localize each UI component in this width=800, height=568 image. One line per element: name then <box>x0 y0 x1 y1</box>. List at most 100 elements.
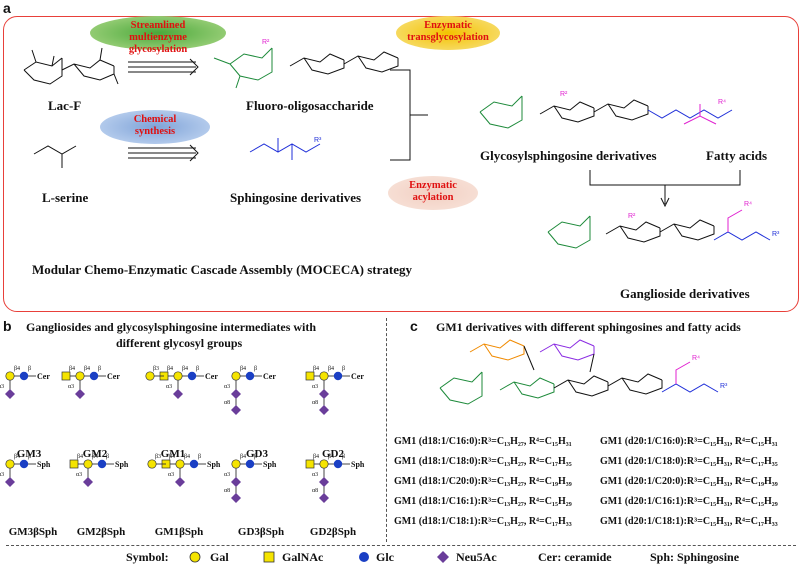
panel-b-title-line1: Gangliosides and glycosylsphingosine int… <box>26 320 317 334</box>
glycan-name-gd2bsph: GD2βSph <box>309 526 357 538</box>
linkage-label: β4 <box>169 454 175 460</box>
galnac-icon <box>305 459 315 469</box>
fluoro-structure <box>213 47 399 89</box>
glc-icon <box>333 371 343 381</box>
neu5ac-icon <box>319 405 329 415</box>
gm1-left-1: GM1 (d18:1/C18:0):R³=C₁₃H₂₇, R⁴=C₁₇H₃₅ <box>394 456 572 467</box>
galnac-icon <box>61 371 71 381</box>
galnac-symbol-icon <box>263 551 275 563</box>
neu5ac-symbol-icon <box>437 551 449 563</box>
linkage-label: β3 <box>155 454 161 460</box>
gm1-right-3: GM1 (d20:1/C16:1):R³=C₁₅H₃₁, R⁴=C₁₅H₂₉ <box>600 496 778 507</box>
linkage-label: β <box>196 366 199 372</box>
linkage-label: α3 <box>0 384 4 390</box>
glycan-name-gd3bsph: GD3βSph <box>237 526 285 538</box>
linkage-label: α8 <box>312 400 318 406</box>
cer-label: Cer <box>351 372 364 381</box>
linkage-label: α8 <box>224 400 230 406</box>
legend-sph: Sph: Sphingosine <box>650 550 740 564</box>
glycan-name-gm1: GM1 <box>160 448 186 460</box>
glc-icon <box>19 371 29 381</box>
panel-b-label: b <box>3 318 12 334</box>
linkage-label: β4 <box>328 366 334 372</box>
linkage-label: β <box>28 454 31 460</box>
gal-icon <box>319 371 329 381</box>
neu5ac-icon <box>175 477 185 487</box>
gm1-left-2: GM1 (d18:1/C20:0):R³=C₁₃H₂₇, R⁴=C₁₉H₃₉ <box>394 476 572 487</box>
linkage-label: β4 <box>92 454 98 460</box>
linkage-label: β3 <box>153 366 159 372</box>
multienzyme-arrows <box>128 58 199 76</box>
ganglioside-structure <box>547 209 771 249</box>
gm1-right-1: GM1 (d20:1/C18:0):R³=C₁₅H₃₁, R⁴=C₁₇H₃₅ <box>600 456 778 467</box>
glc-icon <box>333 459 343 469</box>
linkage-label: β4 <box>14 366 20 372</box>
gal-icon <box>147 459 157 469</box>
neu5ac-icon <box>5 389 15 399</box>
glycan-name-gm1bsph: GM1βSph <box>154 526 204 538</box>
galnac-icon <box>305 371 315 381</box>
glc-icon <box>187 371 197 381</box>
gm1-left-4: GM1 (d18:1/C18:1):R³=C₁₃H₂₇, R⁴=C₁₇H₃₃ <box>394 516 572 527</box>
linkage-label: β4 <box>313 366 319 372</box>
label-fluoro: Fluoro-oligosaccharide <box>246 98 374 113</box>
linkage-label: α3 <box>168 472 174 478</box>
gal-icon <box>5 371 15 381</box>
linkage-label: α3 <box>166 384 172 390</box>
svg-text:R⁴: R⁴ <box>692 355 700 362</box>
linkage-label: α8 <box>312 488 318 494</box>
label-lacf: Lac-F <box>48 98 82 113</box>
lserine-structure <box>33 145 77 168</box>
glycosylsphingosine-structure <box>479 95 733 129</box>
glycan-name-gm2: GM2 <box>82 448 108 460</box>
sph-label: Sph <box>37 460 51 469</box>
vertical-divider <box>386 318 387 542</box>
neu5ac-icon <box>231 477 241 487</box>
svg-text:R²: R² <box>262 39 270 46</box>
gm1-right-0: GM1 (d20:1/C16:0):R³=C₁₅H₃₁, R⁴=C₁₅H₃₁ <box>600 436 778 447</box>
legend-cer: Cer: ceramide <box>538 550 612 564</box>
linkage-label: α8 <box>224 488 230 494</box>
gm1-right-4: GM1 (d20:1/C18:1):R³=C₁₅H₃₁, R⁴=C₁₇H₃₃ <box>600 516 778 527</box>
gal-icon <box>319 459 329 469</box>
gal-icon <box>175 459 185 469</box>
linkage-label: β4 <box>167 366 173 372</box>
glycan-name-gd3: GD3 <box>246 448 268 460</box>
label-lserine: L-serine <box>42 190 89 205</box>
linkage-label: α3 <box>224 472 230 478</box>
neu5ac-icon <box>231 389 241 399</box>
sph-label: Sph <box>115 460 129 469</box>
neu5ac-icon <box>5 477 15 487</box>
glc-icon <box>245 459 255 469</box>
linkage-label: β4 <box>77 454 83 460</box>
linkage-label: α3 <box>0 472 4 478</box>
panel-a-frame <box>3 16 799 312</box>
label-fatty-acids: Fatty acids <box>706 148 768 163</box>
cer-label: Cer <box>107 372 120 381</box>
sph-label: Sph <box>207 460 221 469</box>
linkage-label: β <box>198 454 201 460</box>
merge-bracket <box>390 69 428 161</box>
fatty-acid-structure <box>683 104 717 125</box>
linkage-label: α3 <box>224 384 230 390</box>
cer-label: Cer <box>263 372 276 381</box>
svg-text:R³: R³ <box>314 137 322 144</box>
sph-label: Sph <box>263 460 277 469</box>
cer-label: Cer <box>37 372 50 381</box>
linkage-label: β <box>342 366 345 372</box>
glycan-name-gm3: GM3 <box>16 448 42 460</box>
linkage-label: β4 <box>240 454 246 460</box>
linkage-label: β4 <box>84 366 90 372</box>
oval-multienzyme: Streamlined multienzyme glycosylation <box>90 16 226 55</box>
glc-icon <box>189 459 199 469</box>
linkage-label: α3 <box>68 384 74 390</box>
neu5ac-icon <box>75 389 85 399</box>
strategy-caption: Modular Chemo-Enzymatic Cascade Assembly… <box>32 262 412 277</box>
linkage-label: β <box>28 366 31 372</box>
linkage-label: α3 <box>312 472 318 478</box>
gal-icon <box>231 371 241 381</box>
oval-transglycosylation: Enzymatic transglycosylation <box>396 16 500 50</box>
linkage-label: β4 <box>182 366 188 372</box>
glc-icon <box>19 459 29 469</box>
